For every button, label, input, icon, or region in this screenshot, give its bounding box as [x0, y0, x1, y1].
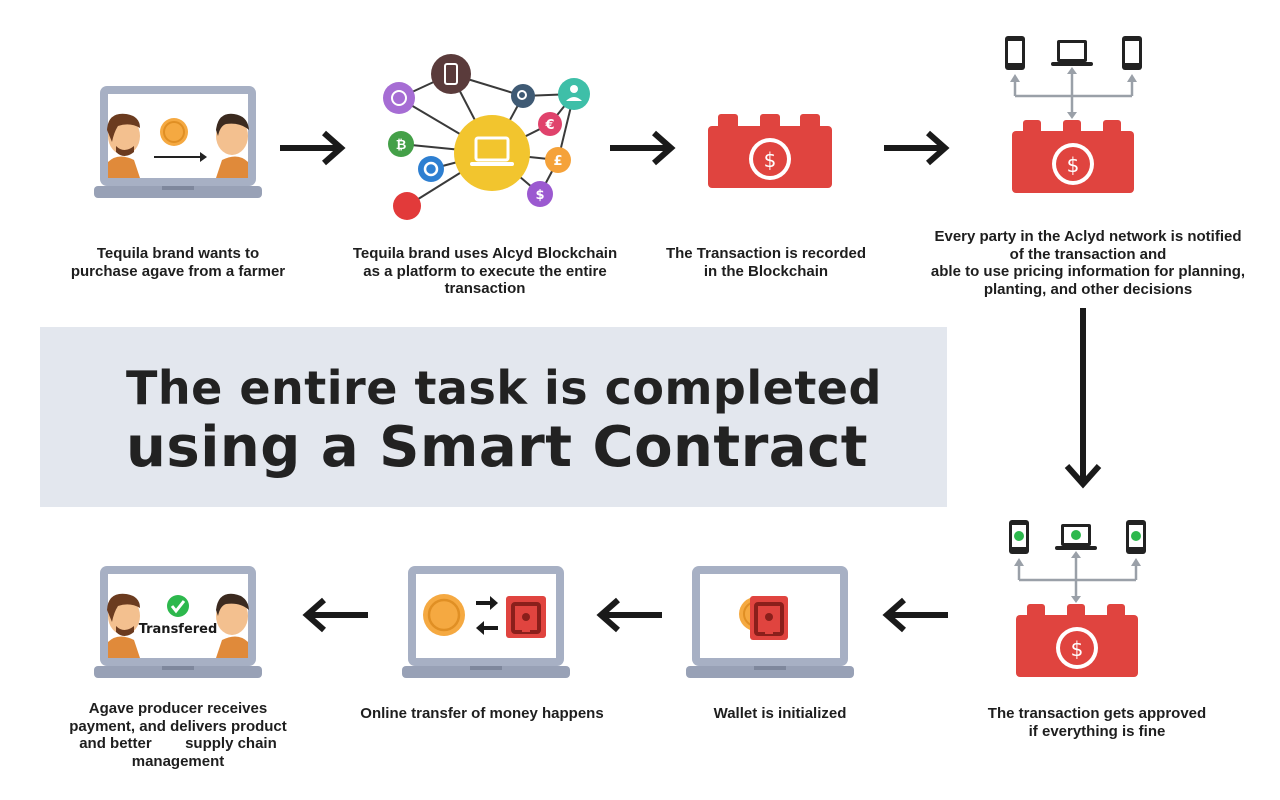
euro-symbol: € [544, 118, 554, 133]
pound-symbol: £ [553, 154, 562, 169]
dollar-symbol: $ [764, 148, 777, 172]
step8-caption: Agave producer receives payment, and del… [69, 700, 287, 770]
money-transfer-laptop-icon [402, 564, 570, 680]
arrow-left-icon [596, 597, 664, 633]
dollar-symbol: $ [535, 188, 544, 203]
arrow-left-icon [882, 597, 950, 633]
smart-contract-banner: The entire task is completed using a Sma… [40, 327, 947, 507]
bitcoin-symbol: ₿ [396, 138, 407, 153]
step6-caption: Wallet is initialized [713, 705, 847, 722]
transferred-laptop-icon: Transfered [94, 564, 262, 680]
approved-devices-icon: $ [1004, 518, 1154, 682]
blockchain-network-icon: ₿ € £ $ [376, 50, 598, 226]
step2-caption: Tequila brand uses Alcyd Blockchain as a… [352, 245, 618, 297]
dollar-symbol: $ [1067, 153, 1080, 177]
step5-caption: The transaction gets approved if everyth… [987, 705, 1207, 740]
step3-caption: The Transaction is recorded in the Block… [665, 245, 867, 280]
wallet-laptop-icon [686, 564, 854, 680]
network-devices-icon: $ [1000, 34, 1150, 198]
laptop-people-icon [94, 84, 262, 200]
banner-line-2: using a Smart Contract [126, 415, 869, 480]
arrow-left-icon [302, 597, 370, 633]
arrow-right-icon [608, 130, 676, 166]
arrow-down-icon [1064, 308, 1102, 490]
step1-caption: Tequila brand wants to purchase agave fr… [70, 245, 286, 280]
banner-line-1: The entire task is completed [126, 361, 882, 415]
step4-caption: Every party in the Aclyd network is noti… [930, 228, 1246, 298]
step7-caption: Online transfer of money happens [360, 705, 604, 722]
arrow-right-icon [278, 130, 346, 166]
dollar-symbol: $ [1071, 637, 1084, 661]
blockchain-block-icon: $ [708, 112, 832, 190]
transfered-label: Transfered [139, 622, 218, 637]
arrow-right-icon [882, 130, 950, 166]
